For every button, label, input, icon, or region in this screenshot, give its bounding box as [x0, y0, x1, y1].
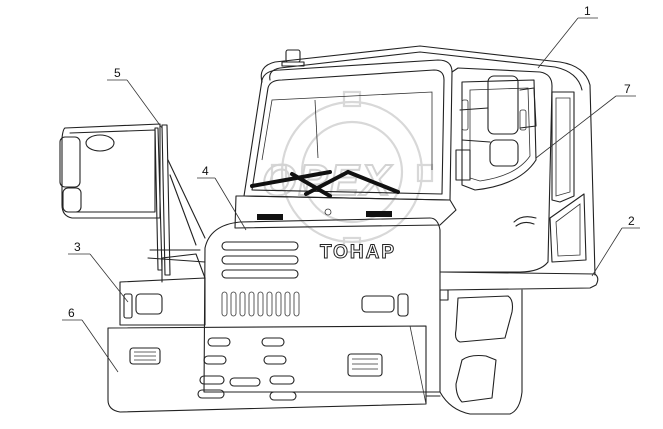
callout-7: 7 [624, 82, 631, 96]
callout-6: 6 [68, 306, 75, 320]
cab-shell: ТОНАР [203, 45, 596, 393]
hood-vent-slots [221, 241, 299, 279]
grille-slots [221, 291, 300, 317]
callout-5: 5 [114, 66, 121, 80]
callout-3: 3 [74, 240, 81, 254]
callout-2: 2 [628, 214, 635, 228]
right-side-mirror [455, 75, 537, 181]
callout-1: 1 [584, 4, 591, 18]
left-fender-panel [119, 253, 206, 326]
callout-4: 4 [202, 164, 209, 178]
brand-lettering: ТОНАР [320, 242, 396, 263]
windshield-wipers [250, 170, 400, 220]
front-bumper [107, 325, 427, 413]
cab-side-door [425, 67, 599, 415]
callout-labels: 1 2 3 4 5 6 7 [68, 4, 635, 320]
mirror-arm-assembly [59, 123, 206, 276]
callout-leaders [62, 17, 640, 373]
